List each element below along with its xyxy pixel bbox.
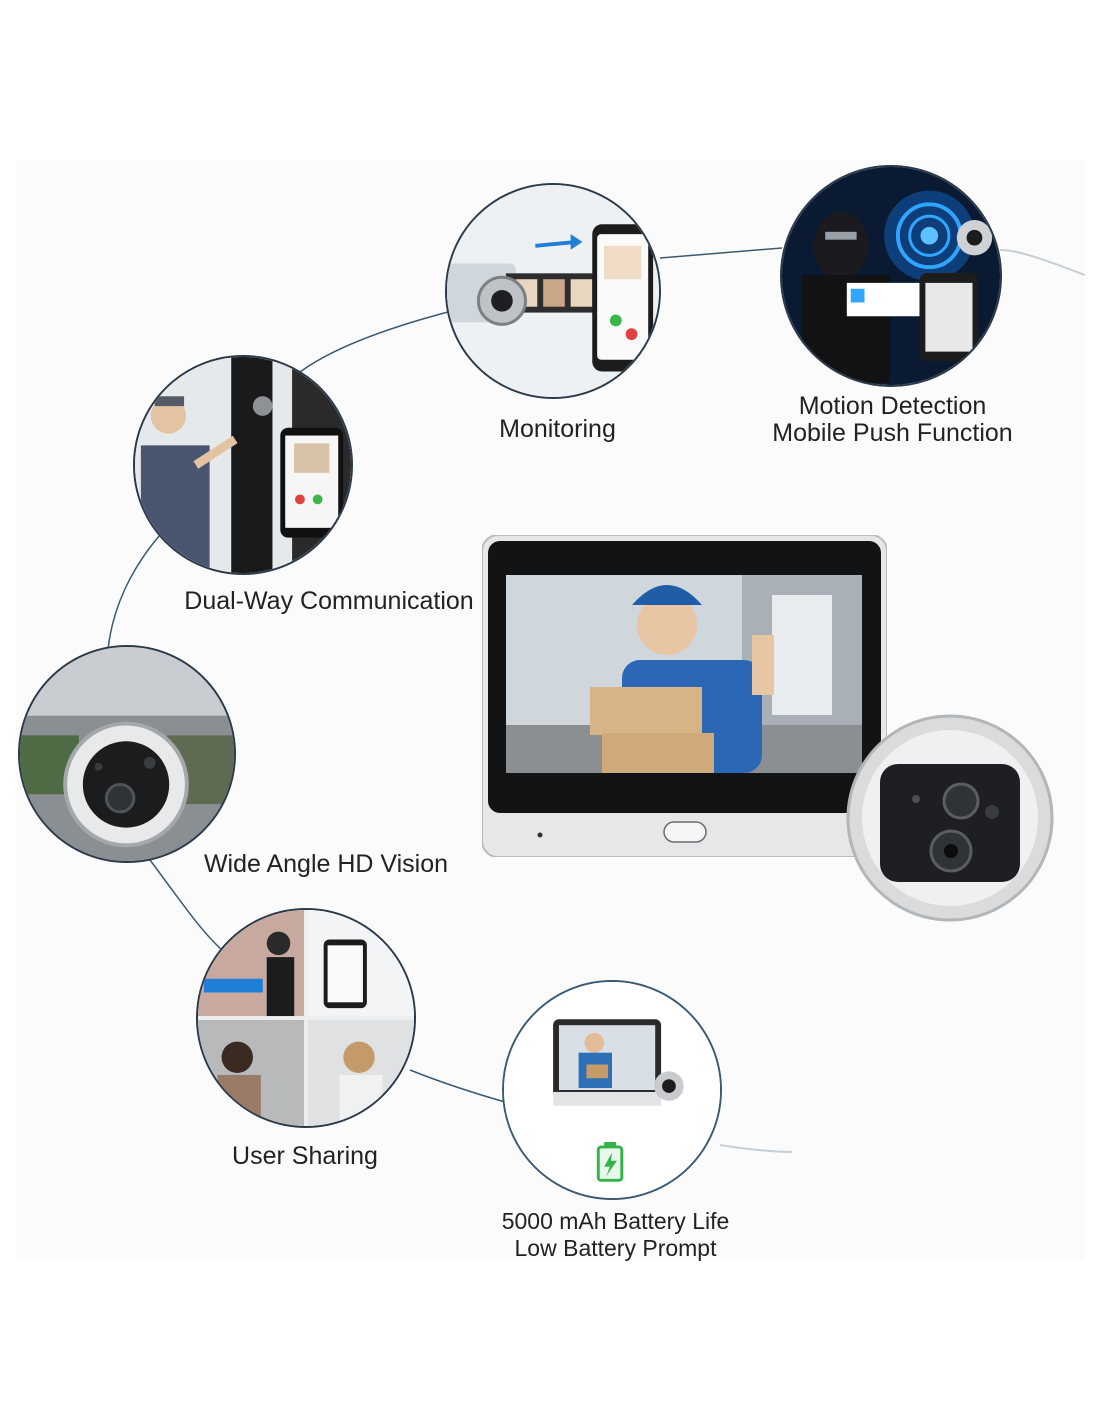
monitoring-label: Monitoring [499, 415, 616, 443]
dual-way-communication-label: Dual-Way Communication [184, 587, 474, 615]
battery-icon [596, 1142, 624, 1182]
wide-angle-image [18, 645, 236, 863]
battery-label: 5000 mAh Battery Life Low Battery Prompt [478, 1208, 753, 1262]
monitor-device [481, 534, 888, 858]
motion-detection-line2: Mobile Push Function [772, 419, 1013, 447]
user-sharing-label: User Sharing [232, 1142, 378, 1170]
battery-line2: Low Battery Prompt [514, 1235, 717, 1261]
monitoring-image [445, 183, 661, 399]
wide-angle-label: Wide Angle HD Vision [203, 850, 449, 878]
peephole-camera [846, 714, 1054, 922]
user-sharing-image [196, 908, 416, 1128]
battery-line1: 5000 mAh Battery Life [501, 1208, 730, 1234]
motion-detection-label: Motion Detection Mobile Push Function [760, 393, 1025, 447]
camera-lens-icon [929, 782, 980, 873]
motion-detection-image [780, 165, 1002, 387]
motion-detection-line1: Motion Detection [798, 392, 987, 420]
battery-image [502, 980, 722, 1200]
dual-way-communication-image [133, 355, 353, 575]
